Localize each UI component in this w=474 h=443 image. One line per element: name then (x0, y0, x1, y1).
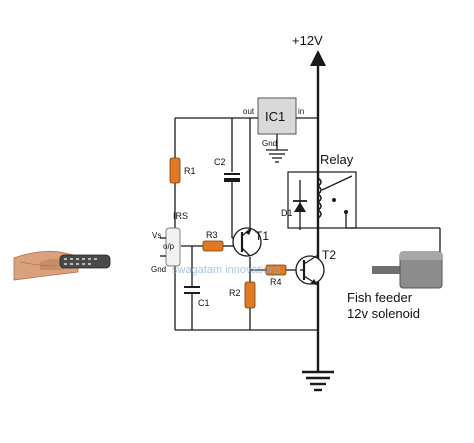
diode-d1 (293, 180, 307, 230)
load-line2: 12v solenoid (347, 306, 420, 321)
ic1-pin-out: out (243, 107, 255, 116)
supply-arrow-icon (310, 50, 326, 372)
r4-label: R4 (270, 277, 282, 287)
ic1-pin-gnd: Gnd (262, 139, 277, 148)
ic1-pin-in: in (298, 107, 304, 116)
capacitor-c1 (184, 286, 200, 294)
ground-icon (302, 370, 334, 392)
relay-coil (287, 171, 441, 262)
ic1-regulator (175, 97, 318, 135)
solenoid-icon (372, 251, 443, 289)
irs-pin-vs: Vs (152, 231, 161, 240)
d1-label: D1 (281, 208, 293, 218)
ic1-label: IC1 (265, 109, 285, 124)
t1-label: T1 (255, 229, 269, 243)
c1-label: C1 (198, 298, 210, 308)
transistor-t2 (295, 254, 325, 286)
resistor-r4 (265, 264, 287, 276)
r3-label: R3 (206, 230, 218, 240)
relay-label: Relay (320, 152, 354, 167)
irs-label: IRS (173, 211, 188, 221)
transistor-t1 (232, 227, 262, 257)
r2-label: R2 (229, 288, 241, 298)
hand-with-remote-icon (13, 250, 111, 281)
load-line1: Fish feeder (347, 290, 413, 305)
resistor-r1 (169, 157, 181, 184)
resistor-r3 (202, 240, 224, 252)
c2-label: C2 (214, 157, 226, 167)
resistor-r2 (244, 281, 256, 309)
supply-label: +12V (292, 33, 323, 48)
watermark: swagatam innovations (172, 264, 281, 276)
irs-pin-op: o/p (163, 242, 175, 251)
ic-ground-icon (266, 134, 288, 163)
r1-label: R1 (184, 166, 196, 176)
ir-sensor (160, 227, 181, 267)
irs-pin-gnd: Gnd (151, 265, 166, 274)
t2-label: T2 (322, 248, 336, 262)
capacitor-c2 (224, 173, 240, 182)
